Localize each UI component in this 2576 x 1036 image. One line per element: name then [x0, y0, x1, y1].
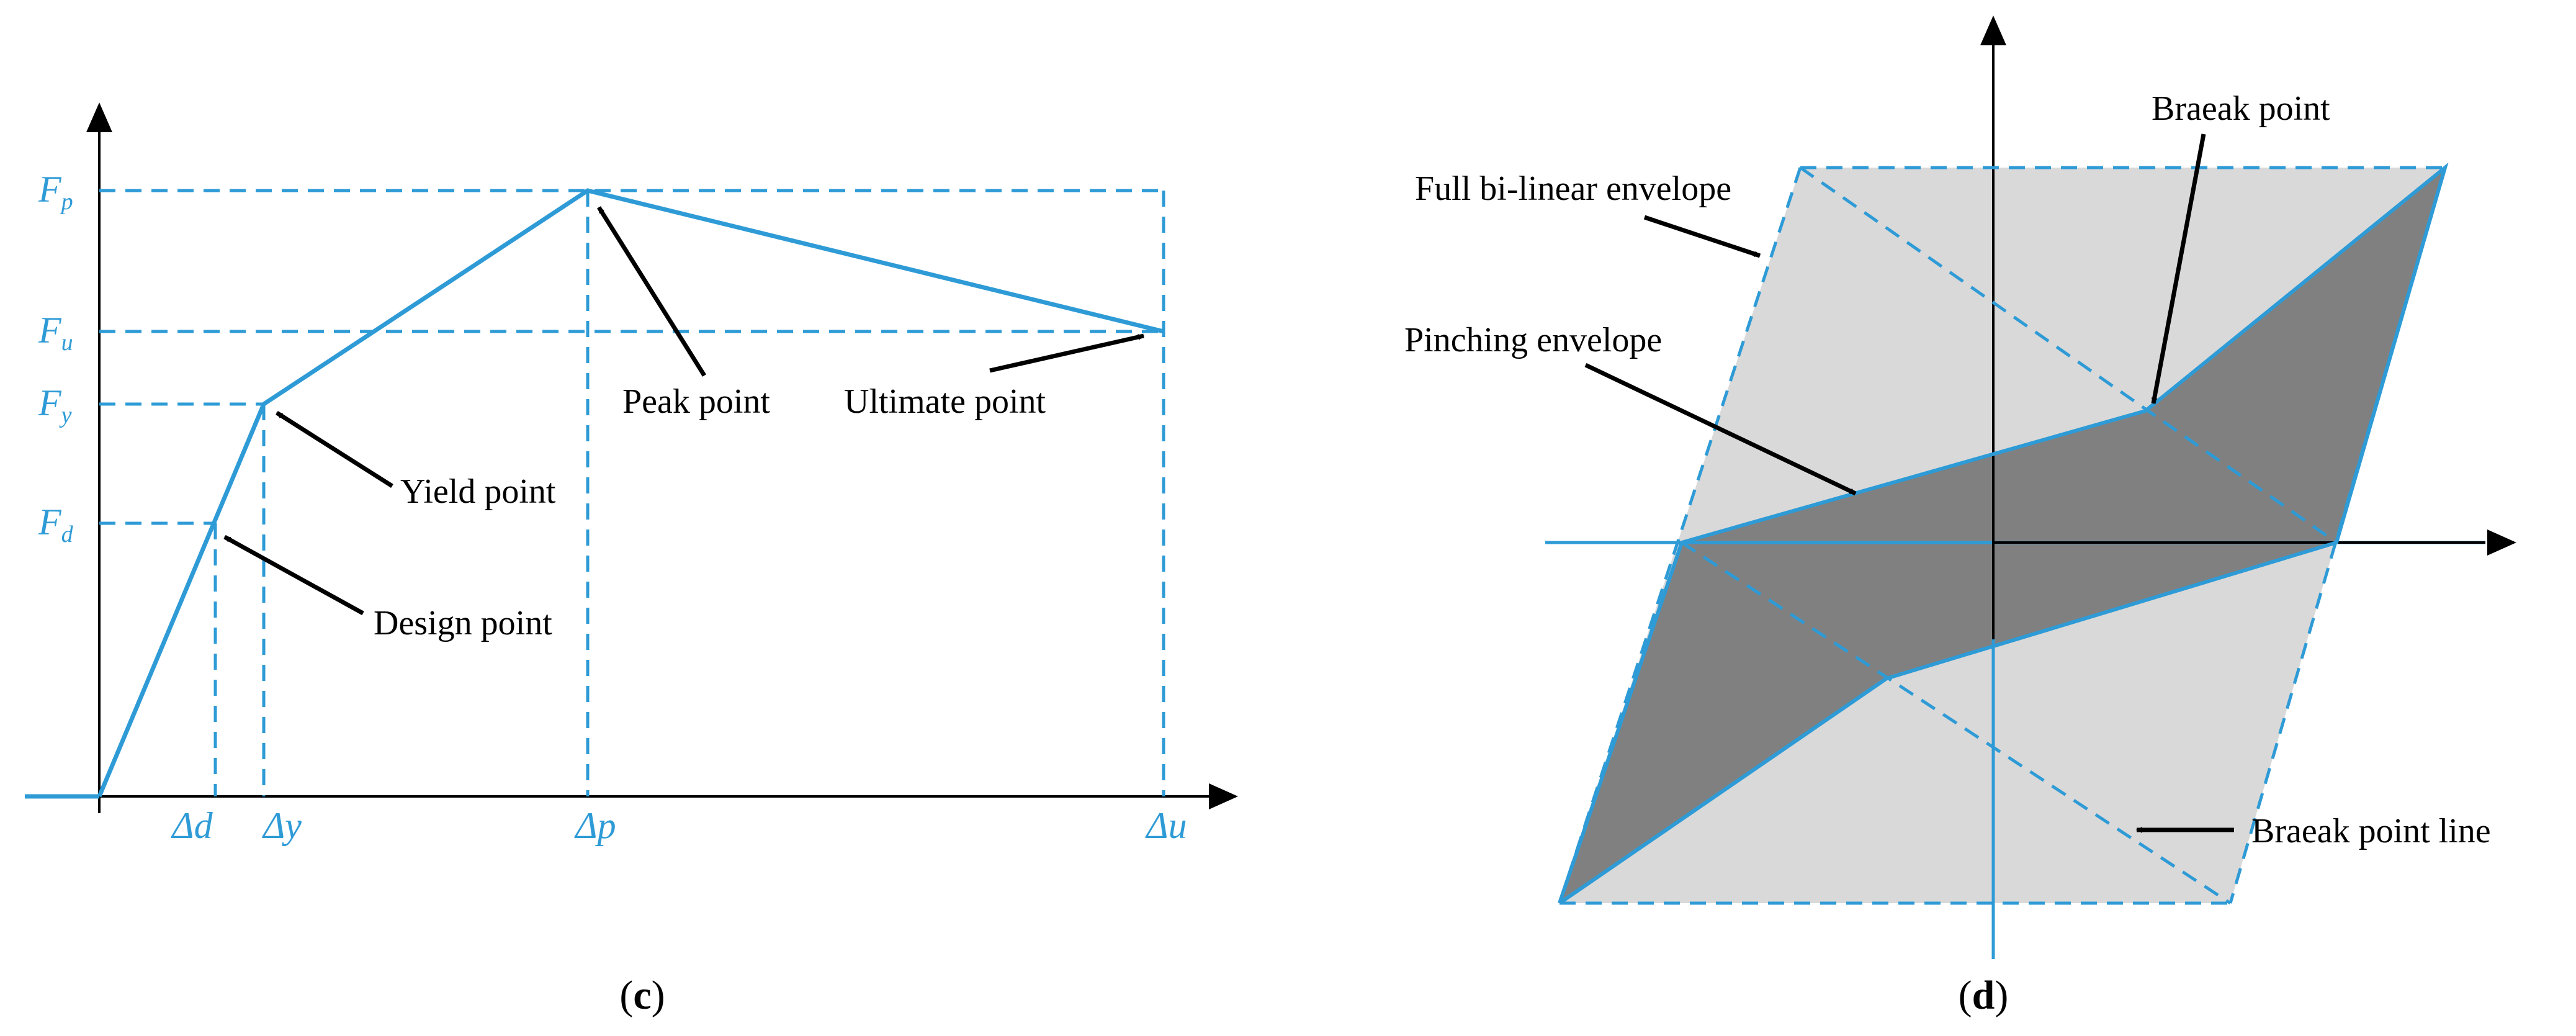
panel-d-y-axis-arrow — [1980, 16, 2006, 45]
arrow-full-bilinear-envelope — [1643, 215, 1761, 258]
arrow-ultimate-point — [989, 333, 1144, 373]
panel-d: Full bi-linear envelope Braeak point Pin… — [1404, 16, 2516, 1018]
panel-c-backbone-curve — [97, 188, 1164, 798]
pinching-envelope-left-edge — [1558, 542, 1684, 904]
tick-label-delta-p: Δp — [574, 805, 616, 846]
label-yield-point: Yield point — [400, 472, 556, 511]
label-design-point: Design point — [374, 604, 552, 642]
tick-label-fy: Fy — [38, 382, 72, 428]
tick-label-delta-u: Δu — [1145, 805, 1187, 846]
tick-label-delta-d: Δd — [171, 805, 213, 846]
arrow-break-point — [2151, 133, 2206, 404]
panel-c-x-axis-arrow — [1209, 783, 1238, 809]
panel-c-y-axis-arrow — [86, 102, 112, 132]
tick-label-fu: Fu — [38, 310, 73, 356]
label-break-point-line: Braeak point line — [2251, 812, 2491, 850]
caption-c: (c) — [619, 973, 665, 1018]
label-ultimate-point: Ultimate point — [844, 382, 1046, 421]
full-envelope-outline — [1558, 166, 2447, 905]
tick-label-fp: Fp — [38, 169, 73, 215]
label-break-point: Braeak point — [2152, 89, 2330, 128]
arrow-design-point — [223, 534, 364, 616]
label-pinching-envelope: Pinching envelope — [1404, 321, 1662, 359]
pinching-envelope-region — [1560, 168, 2445, 903]
label-full-bilinear-envelope: Full bi-linear envelope — [1415, 169, 1731, 208]
panel-d-x-axis-arrow — [2487, 529, 2516, 556]
pinching-envelope-bottom — [1558, 677, 1888, 905]
break-point-lines — [1681, 166, 2338, 905]
tick-label-fd: Fd — [38, 502, 74, 547]
panel-c: Fp Fu Fy Fd Δd Δy Δp Δu Peak point Ultim… — [25, 102, 1238, 1018]
arrow-pinching-envelope — [1584, 363, 1857, 496]
tick-label-delta-y: Δy — [262, 805, 302, 846]
caption-d: (d) — [1959, 973, 2009, 1018]
label-peak-point: Peak point — [622, 382, 770, 421]
arrow-yield-point — [276, 411, 393, 488]
arrow-peak-point — [597, 206, 706, 377]
panel-c-guide-lines — [99, 189, 1165, 796]
